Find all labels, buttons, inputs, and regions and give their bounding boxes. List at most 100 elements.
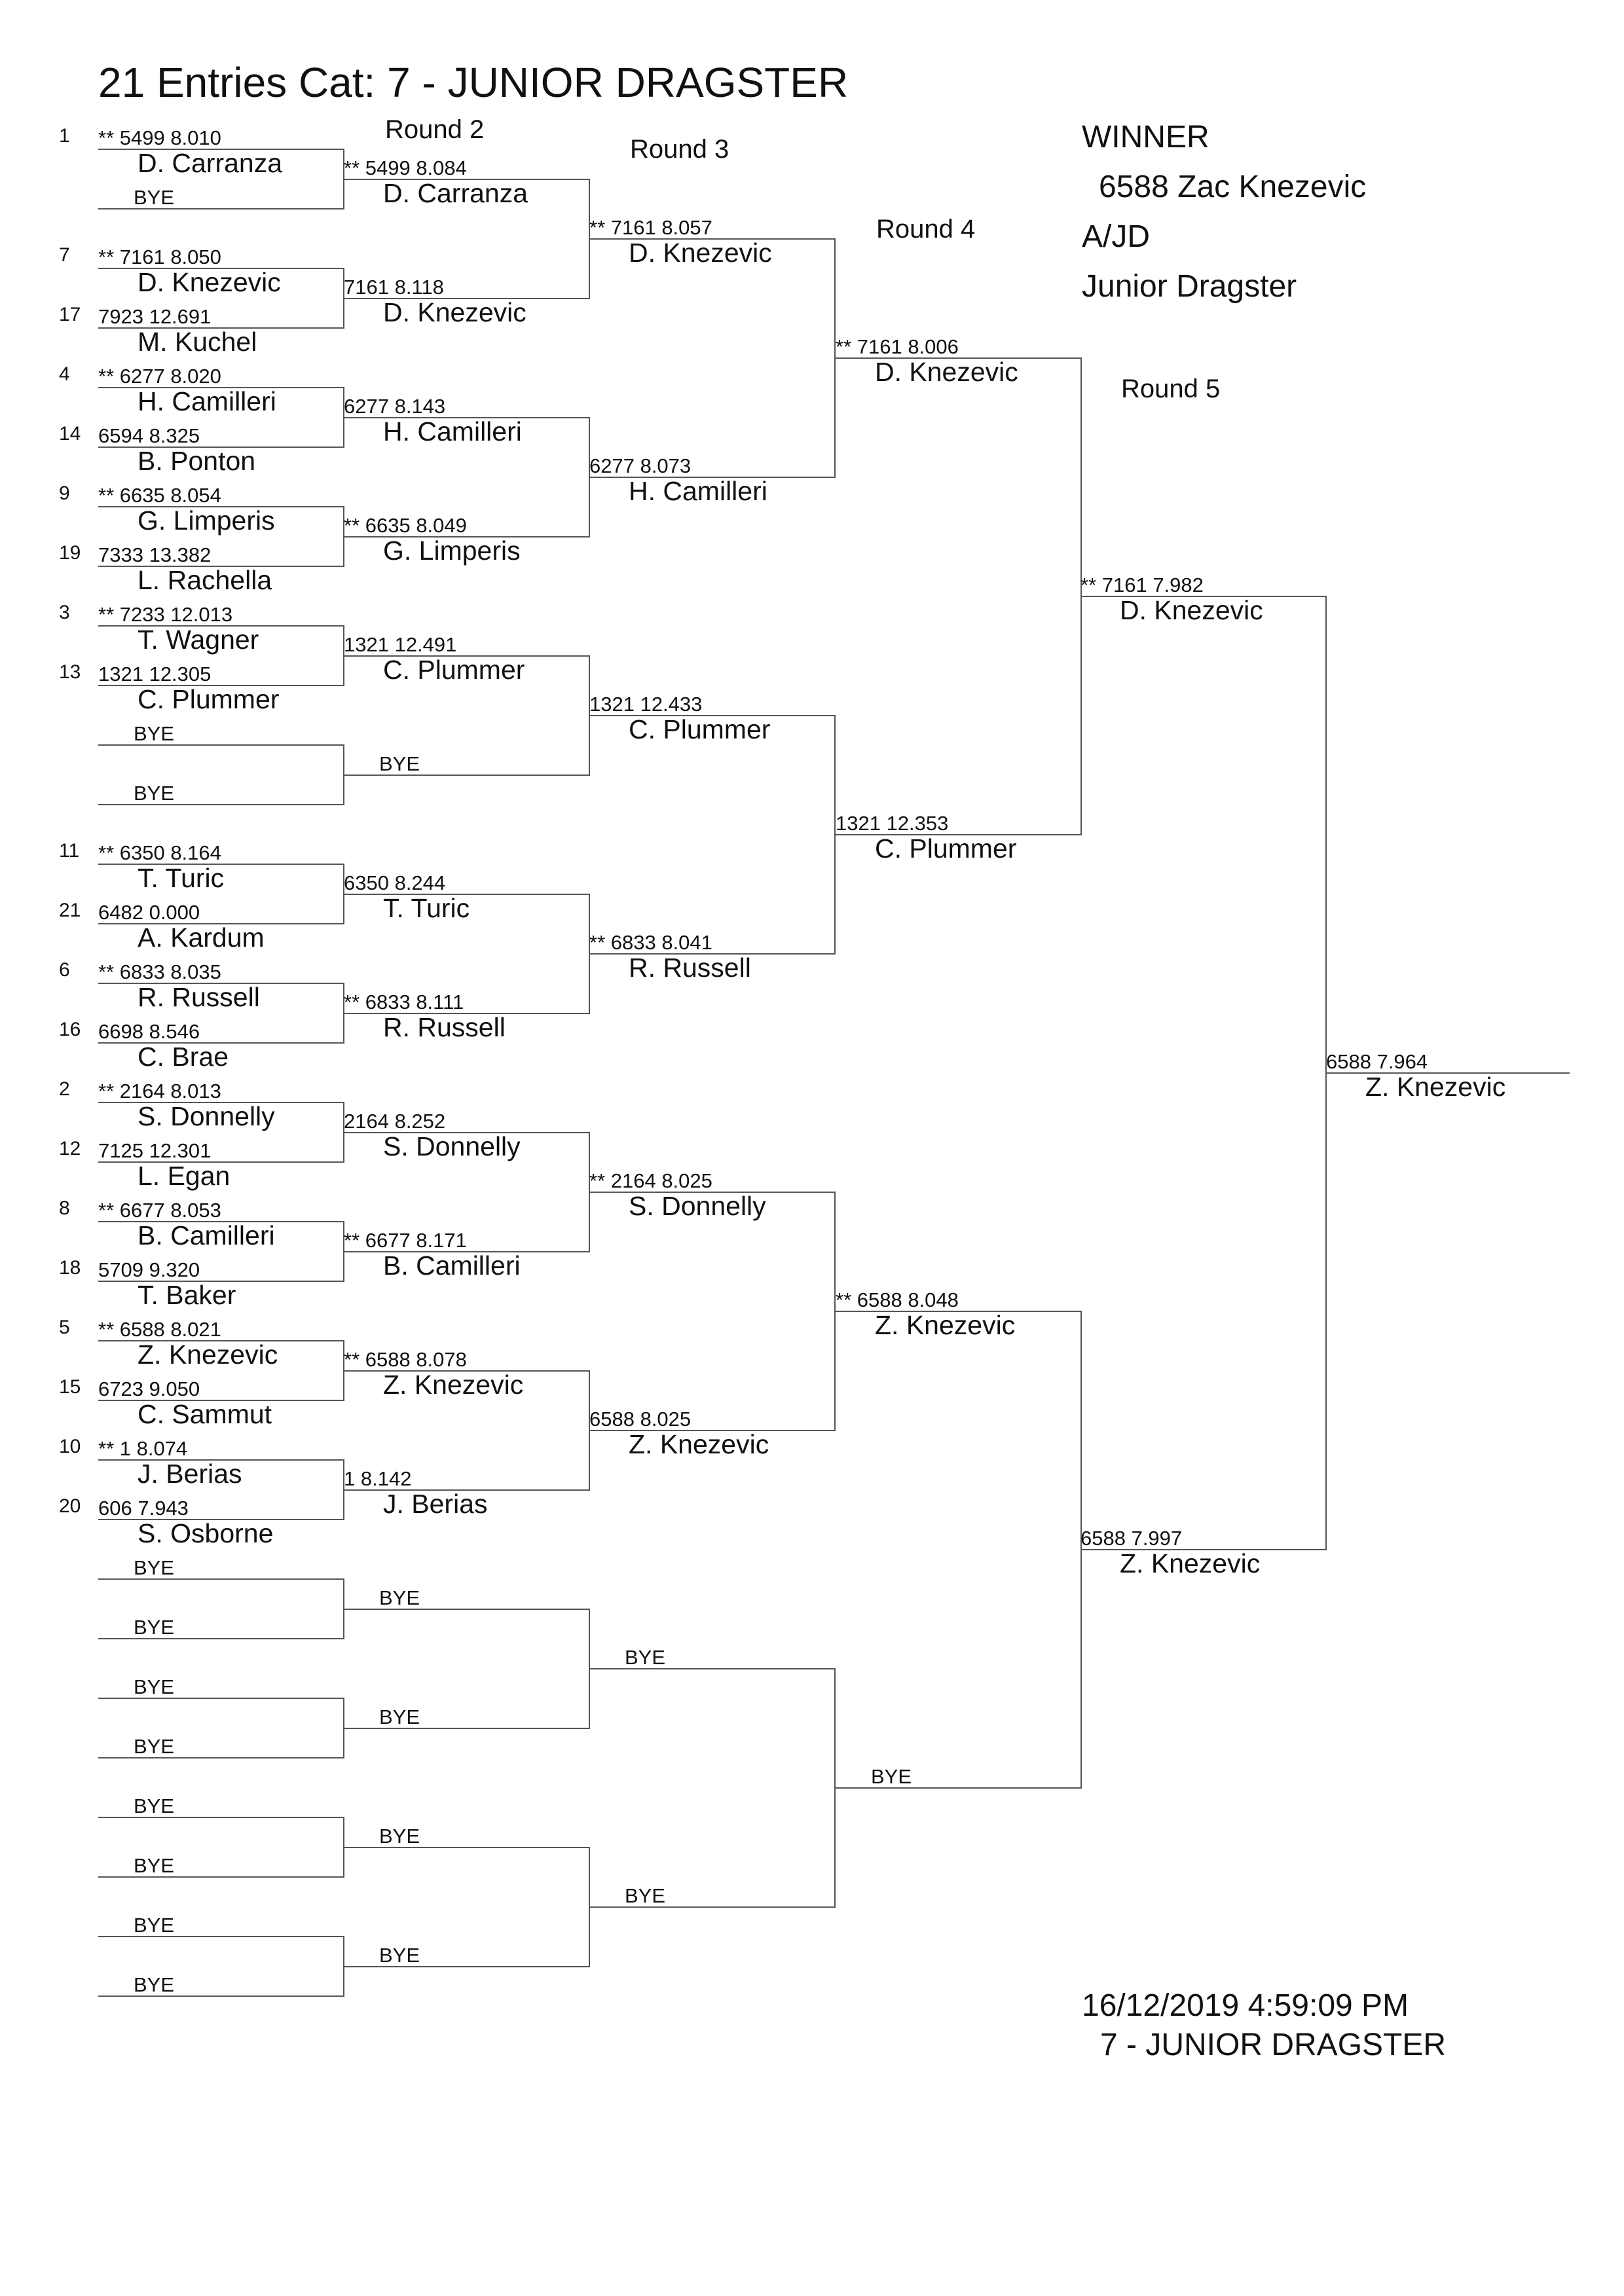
elapsed-time: 7333 13.382	[98, 543, 212, 566]
bracket-line	[98, 923, 344, 924]
bye-label: BYE	[379, 1943, 420, 1967]
racer-name: D. Carranza	[383, 177, 528, 208]
bracket-line	[98, 1221, 344, 1222]
round-3-label: Round 3	[630, 135, 729, 164]
seed-number: 5	[59, 1317, 70, 1338]
bracket-line	[98, 149, 344, 150]
seed-number: 12	[59, 1138, 81, 1159]
bracket-line	[98, 506, 344, 507]
bye-label: BYE	[625, 1884, 666, 1907]
racer-name: T. Wagner	[138, 625, 259, 655]
bye-label: BYE	[379, 752, 420, 775]
bracket-line	[589, 1667, 835, 1669]
seed-number: 3	[59, 602, 70, 623]
bracket-line	[98, 327, 344, 329]
elapsed-time: 6588 7.997	[1080, 1526, 1183, 1550]
bye-label: BYE	[134, 1795, 175, 1817]
bye-label: BYE	[134, 1914, 175, 1937]
racer-name: G. Limperis	[138, 505, 275, 536]
elapsed-time: ** 6635 8.054	[98, 484, 221, 507]
bracket-line	[344, 1608, 589, 1610]
seed-number: 1	[59, 125, 70, 147]
elapsed-time: 7923 12.691	[98, 305, 212, 328]
bracket-line	[98, 268, 344, 269]
round-2-label: Round 2	[385, 115, 485, 144]
elapsed-time: 6698 8.546	[98, 1020, 200, 1043]
elapsed-time: ** 6350 8.164	[98, 841, 221, 864]
bracket-line	[98, 685, 344, 686]
bracket-line	[589, 1429, 835, 1431]
bracket-line	[98, 1757, 344, 1758]
bracket-line	[344, 1846, 589, 1848]
seed-number: 17	[59, 304, 81, 325]
bracket-line	[344, 1250, 589, 1252]
elapsed-time: 5709 9.320	[98, 1258, 200, 1281]
elapsed-time: ** 2164 8.025	[589, 1169, 712, 1192]
bye-label: BYE	[134, 782, 175, 805]
racer-name: D. Knezevic	[629, 237, 772, 268]
bracket-line	[344, 1370, 589, 1372]
bracket-line	[589, 714, 835, 716]
racer-name: G. Limperis	[383, 535, 521, 566]
bye-label: BYE	[134, 1675, 175, 1698]
seed-number: 10	[59, 1436, 81, 1457]
bracket-line	[589, 238, 835, 240]
bracket-line	[1080, 1548, 1326, 1550]
seed-number: 2	[59, 1078, 70, 1100]
racer-name: S. Donnelly	[629, 1190, 766, 1221]
bracket-line	[98, 1995, 344, 1997]
bracket-line	[589, 1906, 835, 1908]
bracket-line	[98, 208, 344, 210]
racer-name: A. Kardum	[138, 922, 265, 953]
bye-label: BYE	[134, 722, 175, 745]
racer-name: T. Turic	[383, 892, 470, 923]
bracket-line	[98, 983, 344, 984]
bracket-line	[344, 297, 589, 299]
racer-name: B. Camilleri	[383, 1250, 521, 1281]
bracket-line	[98, 1161, 344, 1163]
round-5-label: Round 5	[1121, 374, 1221, 403]
bracket-line	[98, 1638, 344, 1639]
bracket-line	[589, 1191, 835, 1193]
class-name: Junior Dragster	[1082, 269, 1297, 304]
bracket-line	[98, 1281, 344, 1282]
racer-name: H. Camilleri	[629, 475, 767, 506]
racer-name: Z. Knezevic	[138, 1339, 278, 1370]
elapsed-time: ** 6677 8.053	[98, 1199, 221, 1222]
racer-name: C. Plummer	[629, 714, 771, 744]
elapsed-time: 1321 12.433	[589, 692, 703, 716]
elapsed-time: 6482 0.000	[98, 901, 200, 924]
bracket-line	[98, 1698, 344, 1699]
bracket-line	[344, 1131, 589, 1133]
racer-name: Z. Knezevic	[383, 1369, 524, 1400]
bye-label: BYE	[134, 1616, 175, 1639]
bracket-line	[589, 476, 835, 478]
bracket-connector	[834, 1191, 836, 1431]
bracket-connector	[834, 238, 836, 478]
racer-name: Z. Knezevic	[1365, 1071, 1506, 1102]
elapsed-time: 6588 7.964	[1326, 1049, 1428, 1073]
racer-name: T. Baker	[138, 1280, 236, 1310]
bracket-line	[344, 774, 589, 776]
bracket-line	[1326, 1072, 1570, 1074]
bracket-line	[344, 1965, 589, 1967]
elapsed-time: ** 7161 8.006	[836, 335, 959, 358]
elapsed-time: ** 5499 8.010	[98, 126, 221, 149]
racer-name: Z. Knezevic	[629, 1429, 769, 1459]
bracket-line	[344, 416, 589, 418]
bracket-line	[1080, 595, 1326, 597]
racer-name: H. Camilleri	[138, 386, 276, 416]
bracket-line	[98, 1817, 344, 1818]
elapsed-time: ** 1 8.074	[98, 1437, 188, 1460]
elapsed-time: ** 6277 8.020	[98, 365, 221, 388]
bracket-line	[344, 655, 589, 657]
bracket-line	[98, 1459, 344, 1461]
racer-name: D. Knezevic	[383, 297, 526, 327]
seed-number: 13	[59, 661, 81, 683]
footer-category: 7 - JUNIOR DRAGSTER	[1100, 2028, 1447, 2062]
bye-label: BYE	[134, 1973, 175, 1996]
racer-name: M. Kuchel	[138, 327, 257, 357]
bracket-connector	[834, 1667, 836, 1908]
racer-name: L. Rachella	[138, 565, 272, 595]
